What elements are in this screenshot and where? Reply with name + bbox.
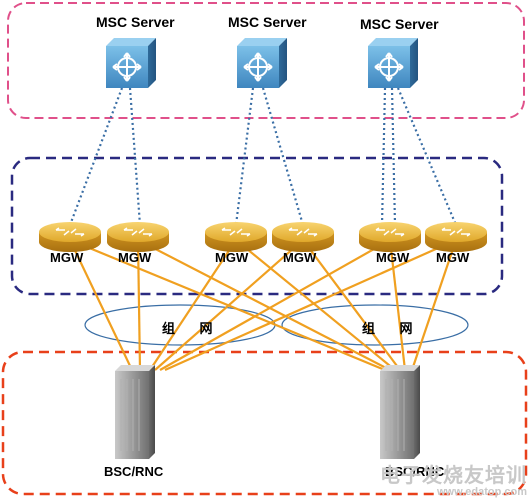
mgw-label: MGW	[118, 250, 152, 265]
msc-server-label: MSC Server	[228, 14, 307, 30]
bsc-zone	[1, 350, 528, 496]
bsc-rnc-rack-icon	[115, 365, 155, 459]
bsc-rnc-label: BSC/RNC	[104, 464, 164, 479]
bearer-links	[69, 238, 458, 372]
network-label: 组 网	[362, 322, 423, 337]
signal-links	[68, 87, 458, 226]
mgw-label: MGW	[215, 250, 249, 265]
msc-server-icon	[368, 38, 418, 88]
msc-server-icon	[106, 38, 156, 88]
watermark: 电子发烧友培训 www.edatop.com	[380, 464, 527, 498]
mgw-label: MGW	[376, 250, 410, 265]
bsc-rnc-label: BSC/RNC	[385, 464, 445, 479]
mgw-label: MGW	[436, 250, 470, 265]
mgw-label: MGW	[283, 250, 317, 265]
mgw-router-icon	[39, 222, 101, 252]
mgw-router-icon	[272, 222, 334, 252]
server-zone	[7, 2, 525, 119]
watermark-url: www.edatop.com	[436, 486, 527, 498]
watermark-title: 电子发烧友培训	[380, 463, 527, 487]
mgw-router-icon	[359, 222, 421, 252]
mgw-router-icon	[205, 222, 267, 252]
bsc-rnc-rack-icon	[380, 365, 420, 459]
network-label: 组 网	[162, 322, 223, 337]
msc-server-icon	[237, 38, 287, 88]
msc-server-label: MSC Server	[96, 14, 175, 30]
mgw-label: MGW	[50, 250, 84, 265]
msc-server-label: MSC Server	[360, 16, 439, 32]
network-ellipse-right	[281, 304, 469, 346]
mgw-zone	[10, 156, 504, 296]
mgw-router-icon	[107, 222, 169, 252]
mgw-router-icon	[425, 222, 487, 252]
